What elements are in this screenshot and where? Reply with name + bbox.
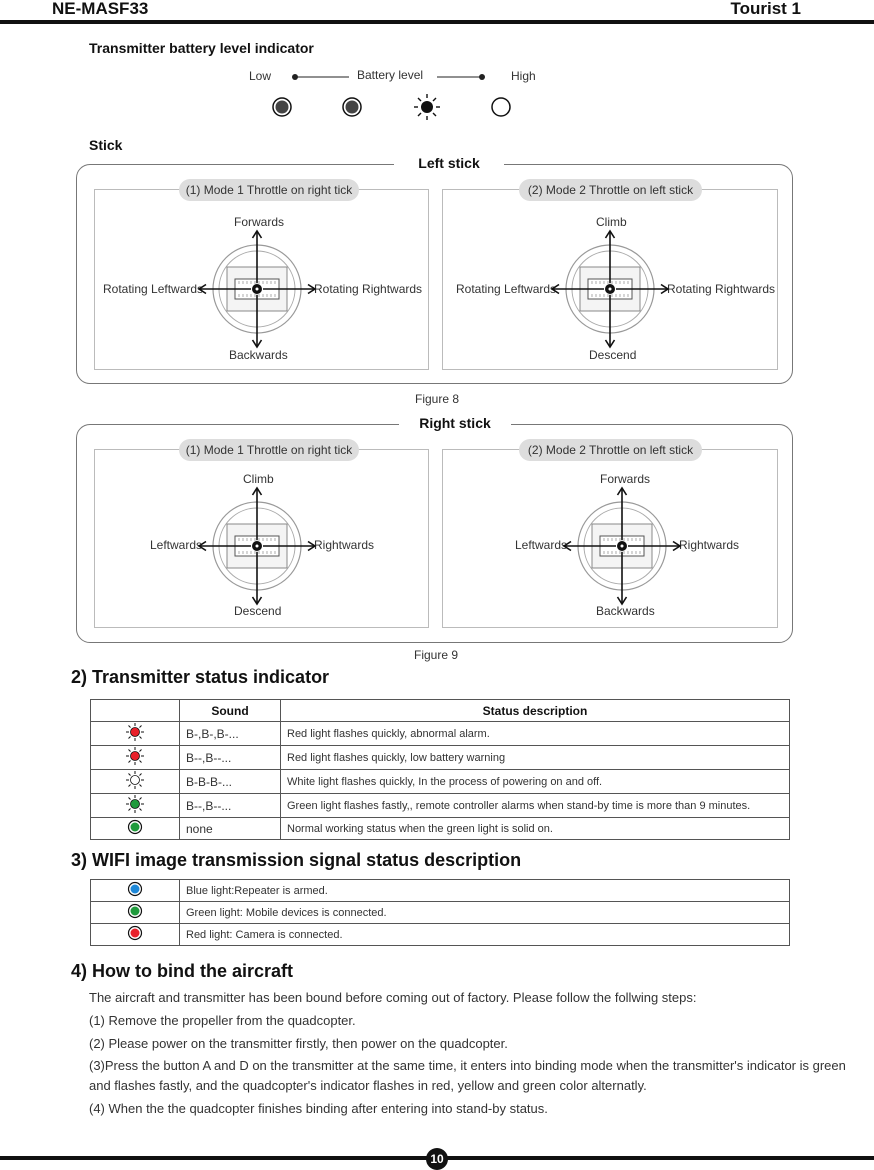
battery-led-flashing-icon — [414, 94, 440, 120]
right-mode2-joystick-icon — [562, 486, 682, 606]
wifi-row: Green light: Mobile devices is connected… — [90, 901, 790, 924]
stick-heading: Stick — [89, 137, 123, 153]
left-mode2-right: Rotating Rightwards — [667, 282, 776, 296]
green-flash-icon — [90, 793, 180, 818]
left-mode1-joystick-icon — [197, 229, 317, 349]
manual-title: Tourist 1 — [730, 0, 801, 18]
status-heading: 2) Transmitter status indicator — [71, 667, 330, 687]
white-flash-icon — [90, 769, 180, 794]
right-mode2-right: Rightwards — [679, 538, 740, 552]
wifi-description: Red light: Camera is connected. — [179, 923, 790, 946]
left-mode1-up: Forwards — [234, 215, 285, 229]
status-description: Red light flashes quickly, low battery w… — [280, 745, 790, 770]
right-mode1-label: (1) Mode 1 Throttle on right tick — [179, 439, 359, 461]
right-mode2-label: (2) Mode 2 Throttle on left stick — [519, 439, 702, 461]
status-header-row: Sound Status description — [90, 699, 790, 722]
right-mode1-joystick-icon — [197, 486, 317, 606]
right-mode2-up: Forwards — [600, 472, 651, 486]
right-stick-title: Right stick — [399, 415, 511, 431]
blue-light-icon — [90, 879, 180, 902]
bind-step-1: (1) Remove the propeller from the quadco… — [89, 1013, 356, 1028]
battery-low-label: Low — [249, 69, 272, 83]
status-sound: B-,B-,B-... — [179, 721, 281, 746]
right-mode1-up: Climb — [243, 472, 274, 486]
wifi-table: Blue light:Repeater is armed.Green light… — [90, 879, 790, 946]
status-sound: none — [179, 817, 281, 840]
right-mode1-right: Rightwards — [314, 538, 375, 552]
status-header-sound: Sound — [179, 699, 281, 722]
wifi-heading: 3) WIFI image transmission signal status… — [71, 850, 522, 870]
battery-heading: Transmitter battery level indicator — [89, 40, 314, 56]
left-mode2-down: Descend — [589, 348, 637, 362]
bind-intro: The aircraft and transmitter has been bo… — [89, 990, 697, 1005]
left-mode2-label: (2) Mode 2 Throttle on left stick — [519, 179, 702, 201]
right-mode1-left: Leftwards — [150, 538, 203, 552]
bind-step-4: (4) When the the quadcopter finishes bin… — [89, 1101, 548, 1116]
status-header-desc: Status description — [280, 699, 790, 722]
left-mode1-left: Rotating Leftwards — [103, 282, 204, 296]
status-table: Sound Status description B-,B-,B-...Red … — [90, 699, 790, 840]
status-description: Normal working status when the green lig… — [280, 817, 790, 840]
status-sound: B--,B--... — [179, 793, 281, 818]
left-mode1-down: Backwards — [229, 348, 288, 362]
wifi-description: Green light: Mobile devices is connected… — [179, 901, 790, 924]
left-mode1-label: (1) Mode 1 Throttle on right tick — [179, 179, 359, 201]
left-mode2-joystick-icon — [550, 229, 670, 349]
status-description: Green light flashes fastly,, remote cont… — [280, 793, 790, 818]
status-sound: B--,B--... — [179, 745, 281, 770]
header-rule — [0, 20, 874, 24]
battery-led-medium-icon — [342, 97, 362, 117]
figure-8-caption: Figure 8 — [415, 392, 460, 406]
battery-led-off-icon — [491, 97, 511, 117]
status-row: B--,B--...Green light flashes fastly,, r… — [90, 793, 790, 818]
status-row: B-B-B-...White light flashes quickly, In… — [90, 769, 790, 794]
status-sound: B-B-B-... — [179, 769, 281, 794]
status-row: B--,B--...Red light flashes quickly, low… — [90, 745, 790, 770]
bind-heading: 4) How to bind the aircraft — [71, 961, 294, 981]
status-header-icon-cell — [90, 699, 180, 722]
left-mode2-left: Rotating Leftwards — [456, 282, 557, 296]
battery-center-label: Battery level — [357, 68, 424, 82]
bind-step-3-line2: and flashes fastly, and the quadcopter's… — [89, 1078, 647, 1093]
left-stick-title: Left stick — [394, 155, 504, 171]
red-light-icon — [90, 923, 180, 946]
page-number-badge: 10 — [426, 1148, 448, 1170]
bind-step-2: (2) Please power on the transmitter firs… — [89, 1036, 508, 1051]
battery-led-full-icon — [272, 97, 292, 117]
battery-scale-lines — [292, 74, 485, 80]
left-mode2-up: Climb — [596, 215, 627, 229]
bind-step-3-line1: (3)Press the button A and D on the trans… — [89, 1058, 846, 1073]
wifi-description: Blue light:Repeater is armed. — [179, 879, 790, 902]
wifi-row: Blue light:Repeater is armed. — [90, 879, 790, 902]
right-mode2-left: Leftwards — [515, 538, 568, 552]
model-name: NE-MASF33 — [52, 0, 149, 18]
status-description: White light flashes quickly, In the proc… — [280, 769, 790, 794]
figure-9-caption: Figure 9 — [414, 648, 459, 662]
red-flash-icon — [90, 745, 180, 770]
right-mode2-down: Backwards — [596, 604, 655, 618]
battery-high-label: High — [511, 69, 536, 83]
page-number: 10 — [430, 1152, 444, 1166]
green-solid-icon — [90, 817, 180, 840]
right-mode1-down: Descend — [234, 604, 282, 618]
wifi-row: Red light: Camera is connected. — [90, 923, 790, 946]
status-row: B-,B-,B-...Red light flashes quickly, ab… — [90, 721, 790, 746]
status-description: Red light flashes quickly, abnormal alar… — [280, 721, 790, 746]
left-mode1-right: Rotating Rightwards — [314, 282, 423, 296]
red-flash-icon — [90, 721, 180, 746]
green-light-icon — [90, 901, 180, 924]
